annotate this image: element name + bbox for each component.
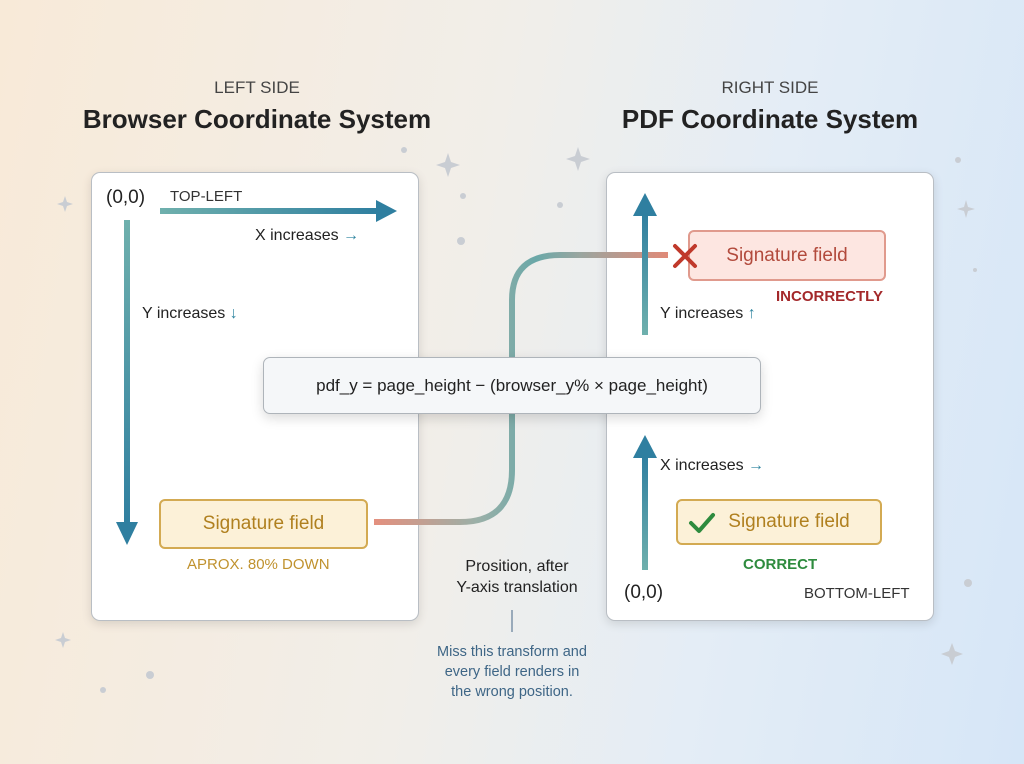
warning-line: the wrong position. — [451, 684, 573, 700]
sparkle-icon — [55, 632, 71, 648]
left-side-label: LEFT SIDE — [214, 78, 300, 97]
signature-field-label: Signature field — [202, 513, 325, 534]
warning-note: Miss this transform and every field rend… — [402, 642, 622, 702]
pdf-y-label: Y increases ↑ — [660, 305, 756, 323]
x-label-text: X increases — [660, 457, 744, 474]
pdf-origin-label: BOTTOM-LEFT — [804, 585, 910, 602]
error-x-icon — [673, 244, 697, 268]
signature-field-label: Signature field — [728, 511, 850, 532]
incorrect-note: INCORRECTLY — [776, 288, 883, 305]
warning-line: every field renders in — [444, 664, 580, 680]
browser-x-label: X increases → — [255, 227, 359, 245]
checkmark-icon — [689, 513, 715, 533]
pdf-signature-field-correct[interactable]: Signature field — [676, 499, 882, 545]
arrow-down-icon: ↓ — [229, 305, 238, 322]
y-label-text: Y increases — [142, 305, 226, 322]
y-axis-arrow-pdf-upper — [633, 193, 657, 335]
y-axis-arrow-browser — [116, 220, 138, 545]
browser-signature-field[interactable]: Signature field — [159, 499, 368, 549]
arrow-right-icon: → — [343, 227, 360, 244]
pdf-x-label: X increases → — [660, 457, 764, 475]
pdf-signature-field-incorrect[interactable]: Signature field — [688, 230, 886, 281]
warning-line: Miss this transform and — [437, 644, 587, 660]
y-axis-arrow-pdf-lower — [633, 435, 657, 570]
sparkle-icon — [957, 200, 975, 218]
x-axis-arrow-browser — [160, 200, 397, 222]
browser-y-label: Y increases ↓ — [142, 305, 238, 323]
signature-field-label: Signature field — [726, 244, 848, 266]
arrow-up-icon: ↑ — [747, 305, 756, 322]
browser-field-note: APROX. 80% DOWN — [187, 556, 330, 573]
caption-line: Y-axis translation — [456, 579, 578, 596]
pdf-origin: (0,0) — [624, 582, 664, 603]
sparkle-icon — [566, 147, 590, 171]
right-title: PDF Coordinate System — [621, 104, 919, 134]
x-label-text: X increases — [255, 227, 339, 244]
sparkle-icon — [57, 196, 73, 212]
translation-caption: Prosition, after Y-axis translation — [417, 556, 617, 598]
sparkle-icon — [941, 643, 963, 665]
sparkle-icon — [436, 153, 460, 177]
browser-origin-label: TOP-LEFT — [170, 188, 243, 205]
left-title: Browser Coordinate System — [82, 104, 432, 134]
conversion-formula: pdf_y = page_height − (browser_y% × page… — [263, 357, 761, 414]
arrow-right-icon: → — [748, 457, 765, 474]
caption-line: Prosition, after — [465, 558, 569, 575]
browser-origin: (0,0) — [106, 187, 146, 208]
y-label-text: Y increases — [660, 305, 744, 322]
right-side-label: RIGHT SIDE — [721, 78, 819, 97]
correct-note: CORRECT — [743, 556, 818, 573]
